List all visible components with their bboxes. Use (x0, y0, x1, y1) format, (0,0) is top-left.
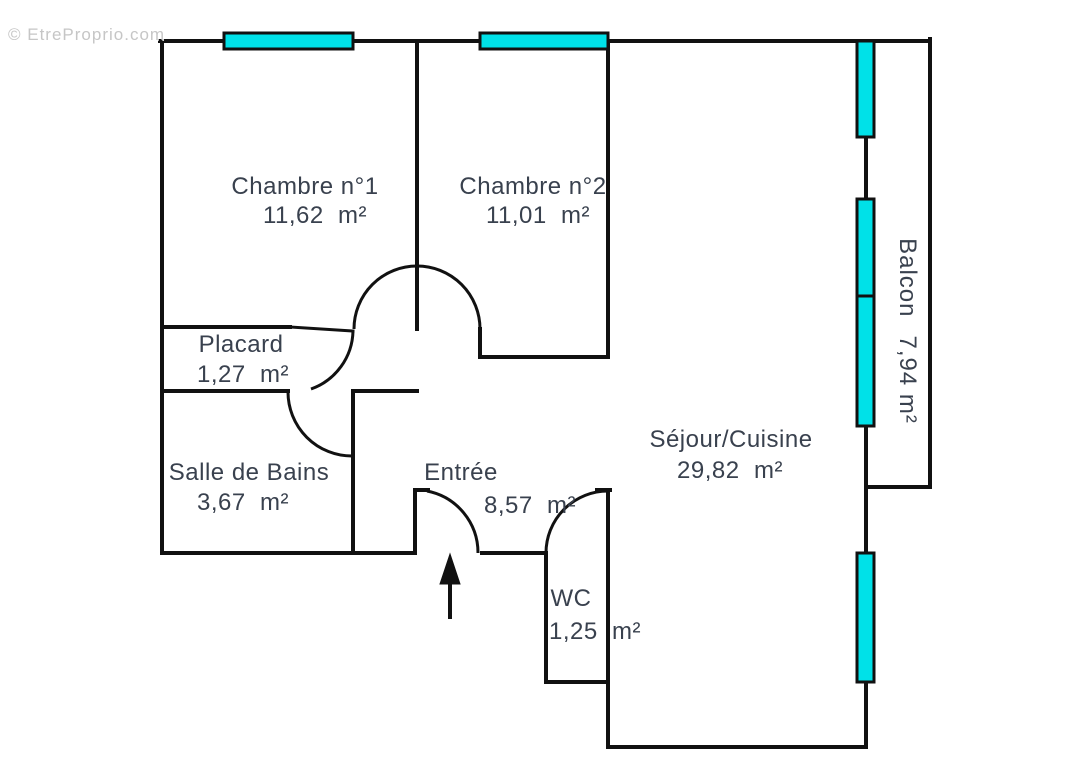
window-balcony-3 (855, 294, 876, 428)
room-name-sejour-cuisine: Séjour/Cuisine (649, 426, 813, 453)
window-balcony-2 (855, 197, 876, 298)
window-balcony-1 (855, 39, 876, 139)
window-chambre2 (478, 31, 610, 51)
room-area-placard: 1,27 m² (196, 361, 290, 388)
placard-door-leaf (288, 325, 355, 333)
room-name-wc: WC (550, 585, 592, 612)
room-name-entree: Entrée (424, 459, 498, 486)
watermark: © EtreProprio.com (8, 25, 166, 44)
room-area-entree: 8,57 m² (483, 492, 577, 519)
room-area-balcon: 7,94 m² (894, 335, 921, 424)
door-arc-entrance (426, 489, 480, 554)
door-arc-bathroom (286, 391, 353, 458)
room-name-chambre1: Chambre n°1 (231, 173, 379, 200)
room-area-salle-de-bains: 3,67 m² (196, 489, 290, 516)
room-area-chambre2: 11,01 m² (485, 202, 591, 229)
room-area-sejour-cuisine: 29,82 m² (677, 457, 783, 484)
room-name-placard: Placard (198, 331, 284, 358)
wall-wc (544, 551, 610, 684)
room-name-balcon: Balcon (894, 238, 921, 318)
room-area-chambre1: 11,62 m² (262, 202, 368, 229)
door-arc-chambres (352, 264, 482, 330)
door-arcs (286, 264, 609, 554)
door-arc-wc (544, 489, 609, 554)
wall-balcony-outer (864, 37, 932, 489)
windows (222, 31, 876, 684)
window-chambre1 (222, 31, 355, 51)
walls (158, 37, 932, 749)
entrance-arrow (439, 552, 461, 619)
door-arc-placard (310, 330, 355, 391)
wall-chambre2 (478, 39, 610, 359)
room-area-wc: 1,25 m² (548, 618, 642, 645)
room-name-chambre2: Chambre n°2 (459, 173, 607, 200)
entrance-arrow-head (439, 552, 461, 585)
window-sejour (855, 551, 876, 684)
room-label-balcon: Balcon 7,94 m² (893, 238, 921, 424)
wall-frontdoor-stub (413, 488, 430, 555)
room-name-salle-de-bains: Salle de Bains (168, 459, 330, 486)
